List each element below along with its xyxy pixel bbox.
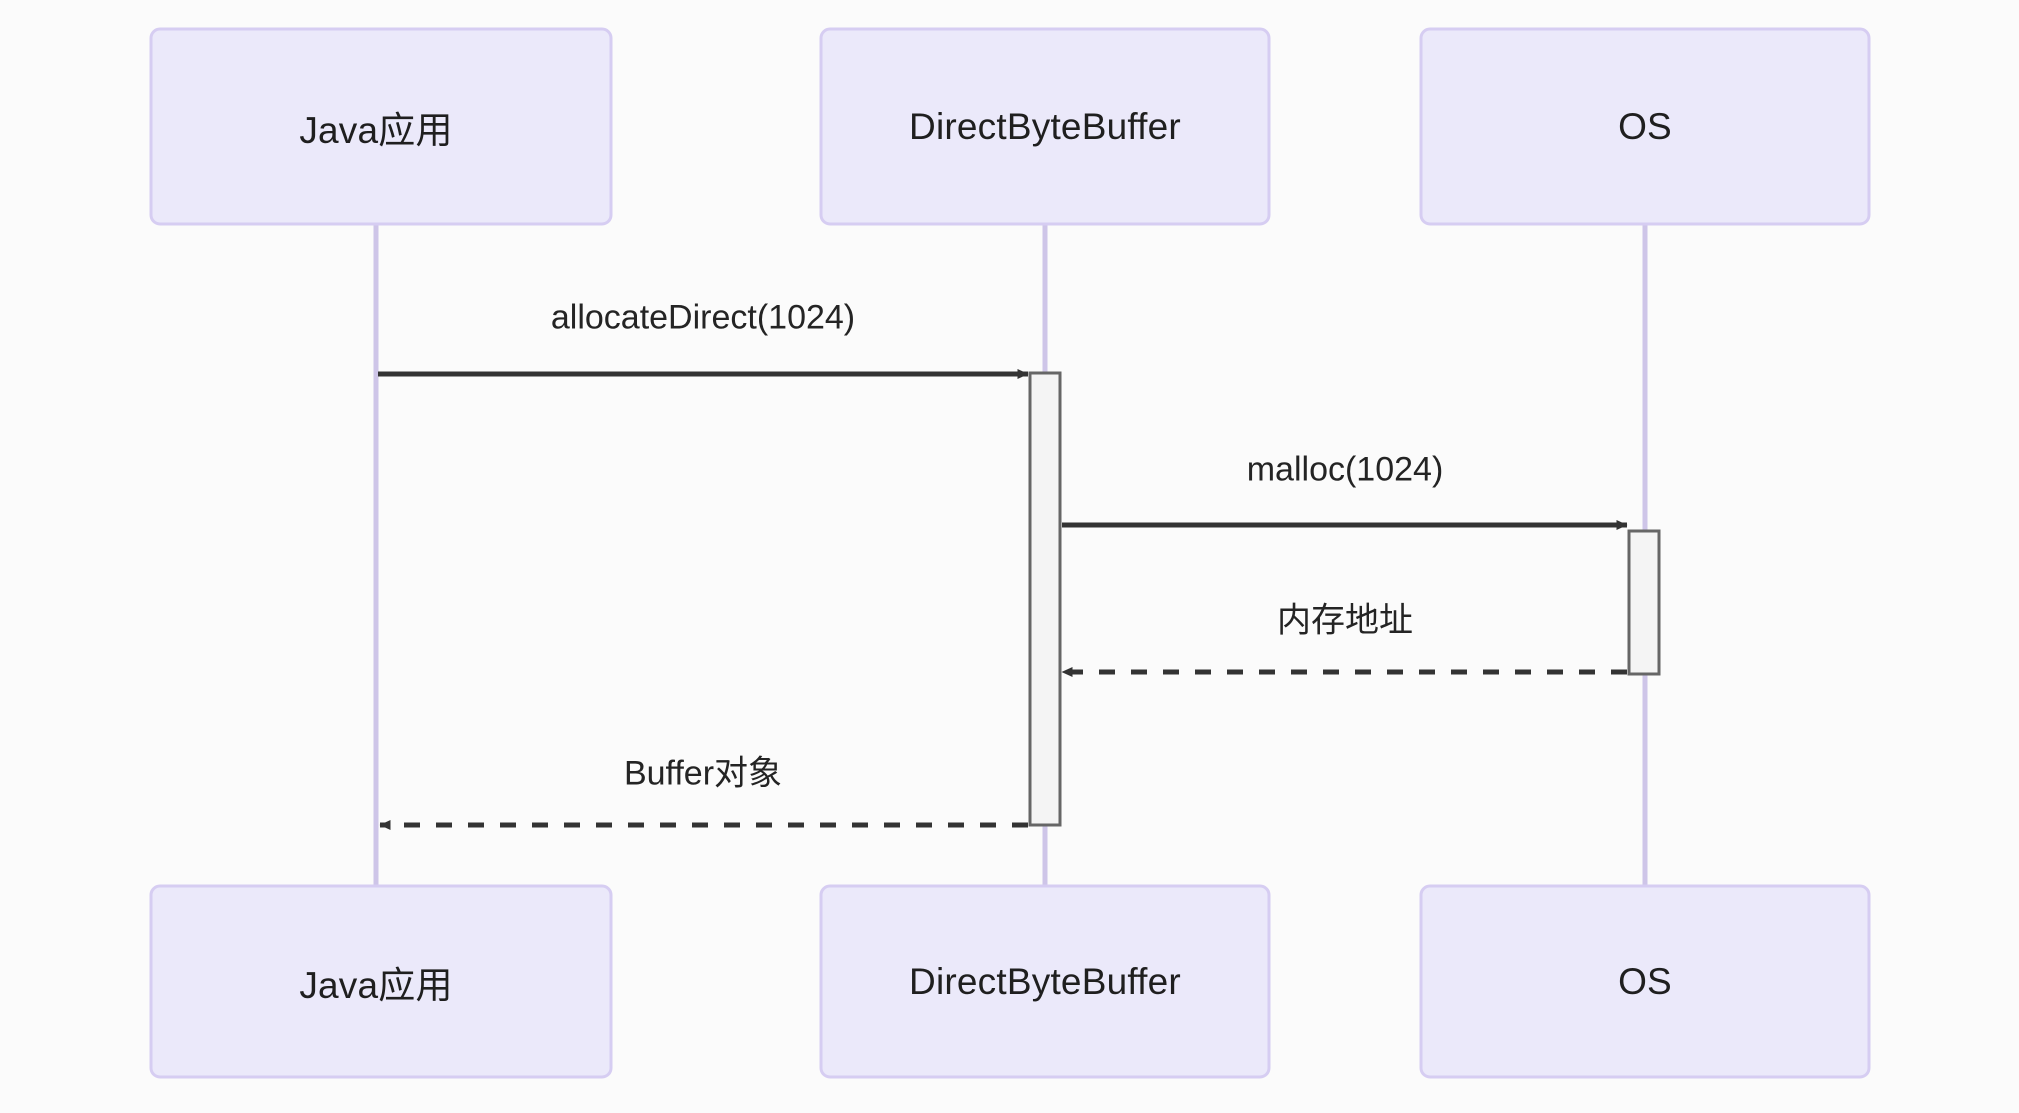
activation-os-hit[interactable] <box>1629 531 1659 674</box>
participant-boxes-layer <box>149 27 1871 1079</box>
participant-box-java-app <box>149 27 613 226</box>
activations-layer <box>1028 371 1661 827</box>
messages-layer <box>378 369 1628 830</box>
participant-footer-direct-byte-buffer[interactable] <box>820 885 1270 1078</box>
participant-direct-byte-buffer[interactable] <box>820 28 1270 225</box>
participant-footer-box-java-app <box>149 884 613 1079</box>
participant-footer-java-app[interactable] <box>150 885 612 1078</box>
message-malloc[interactable] <box>1062 503 1627 547</box>
message-allocate-direct[interactable] <box>378 352 1028 396</box>
message-memory-address[interactable] <box>1062 650 1627 694</box>
lifelines-layer <box>373 225 1648 885</box>
activation-direct-byte-buffer <box>1028 371 1062 827</box>
message-buffer-object[interactable] <box>380 803 1028 847</box>
participant-os[interactable] <box>1420 28 1870 225</box>
participant-java-app[interactable] <box>150 28 612 225</box>
activation-direct-byte-buffer-hit[interactable] <box>1030 373 1060 825</box>
participant-footer-box-direct-byte-buffer <box>819 884 1271 1079</box>
participant-footer-os[interactable] <box>1420 885 1870 1078</box>
participant-box-os <box>1419 27 1871 226</box>
participant-box-direct-byte-buffer <box>819 27 1271 226</box>
participant-footer-box-os <box>1419 884 1871 1079</box>
activation-os <box>1627 529 1661 676</box>
